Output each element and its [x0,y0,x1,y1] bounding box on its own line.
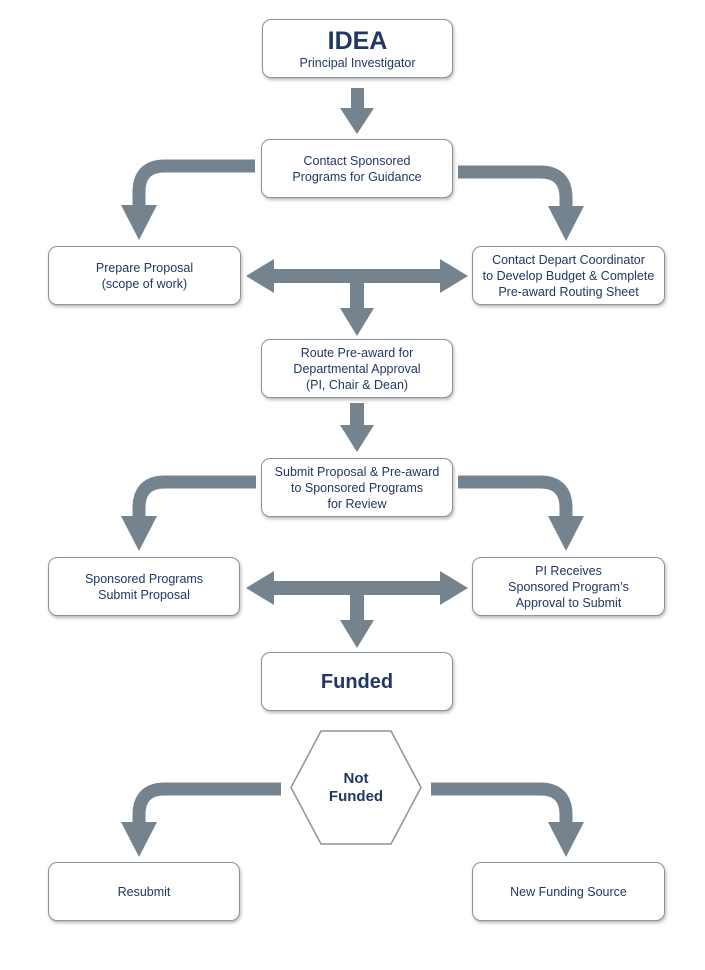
contact-sponsored-box: Contact Sponsored Programs for Guidance [261,139,453,198]
contact-sponsored-line-1: Contact Sponsored [303,153,411,168]
arrow-idea-to-contact [340,88,374,134]
arrow-submit-to-pi [458,475,573,516]
hexagon-shape [290,730,422,845]
submit-review-box: Submit Proposal & Pre-award to Sponsored… [261,458,453,517]
prepare-proposal-line-1: Prepare Proposal [95,260,194,275]
arrow-to-funded [340,595,374,648]
funded-box: Funded [261,652,453,711]
not-funded-hexagon: Not Funded [289,729,423,846]
pi-receives-line-1: PI Receives [535,563,602,578]
coordinator-line-1: Contact Depart Coordinator [492,252,645,267]
idea-subtitle: Principal Investigator [299,55,416,70]
submit-review-line-3: for Review [327,496,387,511]
arrow-contact-to-prepare [132,159,255,205]
arrow-notfunded-to-resubmit [132,782,281,822]
resubmit-box: Resubmit [48,862,240,921]
new-funding-source-label: New Funding Source [510,884,627,899]
arrow-submit-to-sp [132,475,256,516]
coordinator-line-2: to Develop Budget & Complete [482,268,655,283]
funded-label: Funded [320,670,394,693]
route-line-1: Route Pre-award for [300,345,414,360]
route-line-3: (PI, Chair & Dean) [305,377,409,392]
not-funded-line-2: Funded [328,787,384,805]
pi-receives-line-3: Approval to Submit [515,595,622,610]
arrow-double-row1 [246,259,468,293]
sp-submit-line-1: Sponsored Programs [84,571,204,586]
sp-submit-line-2: Submit Proposal [98,587,190,602]
arrow-notfunded-to-newsource [431,782,573,822]
prepare-proposal-box: Prepare Proposal (scope of work) [48,246,241,305]
not-funded-text: Not Funded [289,729,423,846]
pi-receives-line-2: Sponsored Program’s [508,579,629,594]
arrow-double-row2 [246,571,468,605]
submit-review-line-1: Submit Proposal & Pre-award [274,464,440,479]
new-funding-source-box: New Funding Source [472,862,665,921]
sp-submit-box: Sponsored Programs Submit Proposal [48,557,240,616]
idea-box: IDEA Principal Investigator [262,19,453,78]
contact-sponsored-line-2: Programs for Guidance [292,169,422,184]
route-line-2: Departmental Approval [293,361,421,376]
arrow-to-route [340,283,374,336]
prepare-proposal-line-2: (scope of work) [101,276,188,291]
route-preaward-box: Route Pre-award for Departmental Approva… [261,339,453,398]
arrow-contact-to-coordinator [458,165,573,206]
idea-title: IDEA [327,26,388,55]
resubmit-label: Resubmit [117,884,171,899]
arrow-route-to-submit [340,403,374,452]
submit-review-line-2: to Sponsored Programs [290,480,423,495]
depart-coordinator-box: Contact Depart Coordinator to Develop Bu… [472,246,665,305]
pi-receives-box: PI Receives Sponsored Program’s Approval… [472,557,665,616]
coordinator-line-3: Pre-award Routing Sheet [498,284,639,299]
not-funded-line-1: Not [343,769,369,787]
